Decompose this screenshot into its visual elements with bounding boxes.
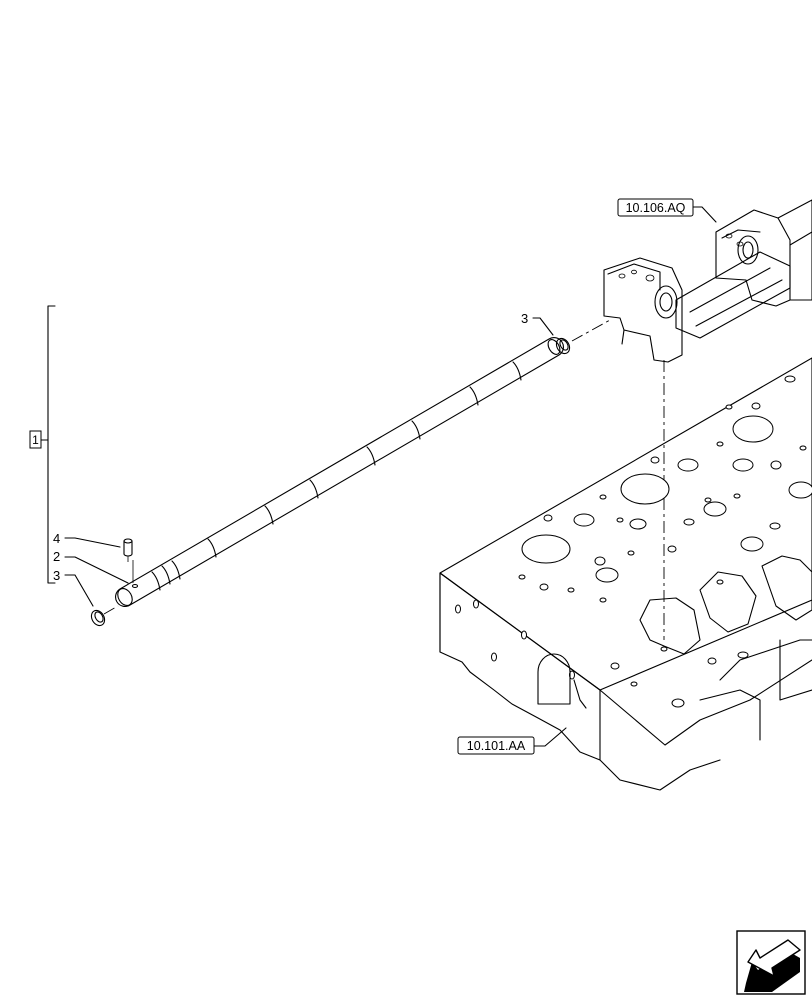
- callout-2[interactable]: 2: [53, 549, 129, 584]
- callout-4[interactable]: 4: [53, 531, 121, 548]
- callout-3-bottom[interactable]: 3: [53, 568, 94, 607]
- callout-number: 2: [53, 549, 60, 564]
- rocker-shaft[interactable]: [115, 337, 564, 608]
- assembly-centerlines: [103, 319, 665, 640]
- ref-label-cylinder-head[interactable]: 10.101.AA: [457, 727, 567, 755]
- shaft-grooves: [151, 361, 522, 591]
- set-screw[interactable]: [123, 538, 134, 583]
- ref-label-rocker-assembly[interactable]: 10.106.AQ: [617, 198, 717, 223]
- ref-label-text: 10.106.AQ: [626, 201, 686, 215]
- callout-3-top[interactable]: 3: [521, 311, 554, 336]
- shaft-plug-bottom[interactable]: [89, 608, 107, 628]
- group-bracket: 1: [29, 305, 56, 584]
- cylinder-head: [439, 357, 812, 791]
- callout-number: 4: [53, 531, 60, 546]
- group-label-box[interactable]: 1: [29, 430, 49, 449]
- ref-label-text: 10.101.AA: [467, 739, 526, 753]
- callout-number: 3: [53, 568, 60, 583]
- group-label: 1: [32, 433, 39, 447]
- shaft-plug-top[interactable]: [554, 336, 572, 356]
- next-page-arrow-icon[interactable]: [736, 930, 806, 995]
- callout-number: 3: [521, 311, 528, 326]
- rocker-arm-bracket: [603, 199, 812, 363]
